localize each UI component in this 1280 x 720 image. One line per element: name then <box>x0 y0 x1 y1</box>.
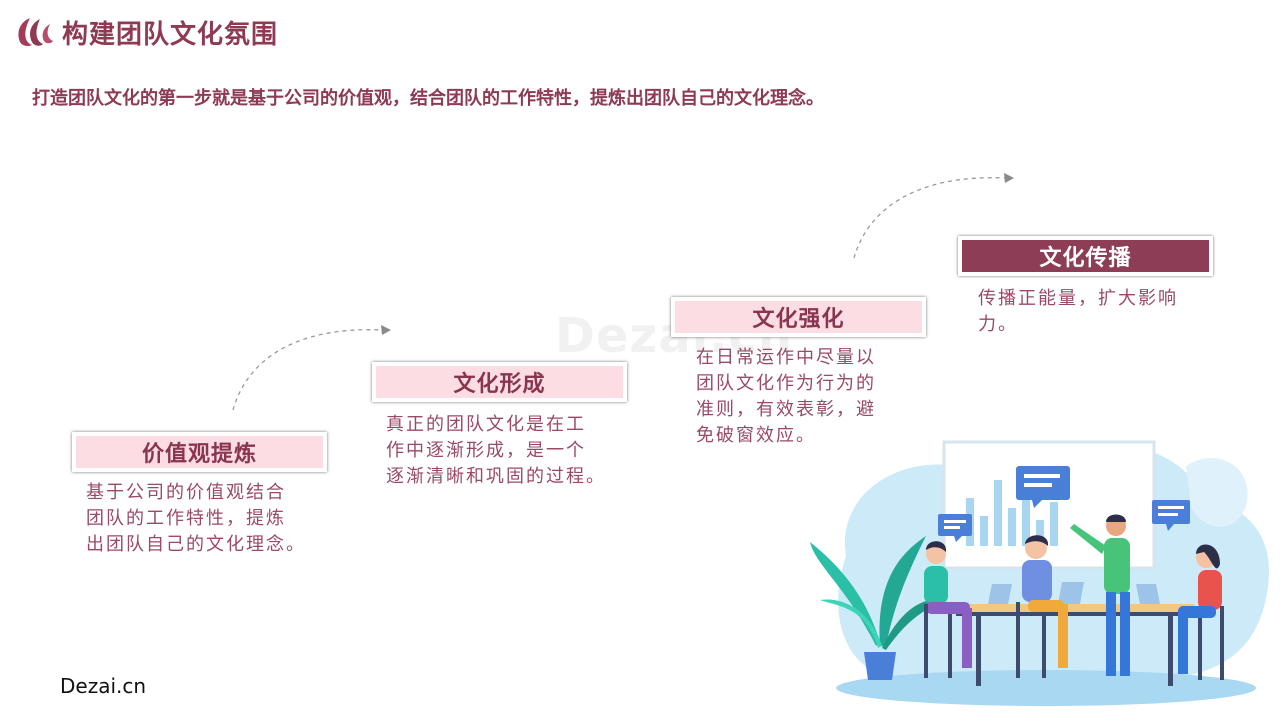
footer-brand: Dezai.cn <box>60 674 147 698</box>
desc-line: 准则，有效表彰，避 <box>696 399 876 420</box>
desc-line: 团队文化作为行为的 <box>696 373 876 394</box>
desc-line: 出团队自己的文化理念。 <box>86 534 306 555</box>
step-box-culture-spreading: 文化传播 <box>958 236 1213 276</box>
step-desc-culture-forming: 真正的团队文化是在工 作中逐渐形成，是一个 逐渐清晰和巩固的过程。 <box>386 412 606 490</box>
dashed-arrow-2 <box>853 173 1014 259</box>
step-desc-culture-strengthening: 在日常运作中尽量以 团队文化作为行为的 准则，有效表彰，避 免破窗效应。 <box>696 345 876 449</box>
team-meeting-illustration <box>810 440 1270 706</box>
dashed-arrow-1 <box>232 325 391 411</box>
step-desc-value-refining: 基于公司的价值观结合 团队的工作特性，提炼 出团队自己的文化理念。 <box>86 480 306 558</box>
step-box-culture-forming: 文化形成 <box>372 362 627 402</box>
step-box-value-refining: 价值观提炼 <box>72 432 327 472</box>
intro-text: 打造团队文化的第一步就是基于公司的价值观，结合团队的工作特性，提炼出团队自己的文… <box>32 88 824 109</box>
step-title-culture-forming: 文化形成 <box>453 372 546 397</box>
step-title-culture-spreading: 文化传播 <box>1039 246 1132 271</box>
step-title-culture-strengthening: 文化强化 <box>752 307 845 332</box>
desc-line: 在日常运作中尽量以 <box>696 347 876 368</box>
page-title: 构建团队文化氛围 <box>62 20 279 50</box>
desc-line: 基于公司的价值观结合 <box>86 482 286 503</box>
desc-line: 免破窗效应。 <box>696 425 816 446</box>
step-title-value-refining: 价值观提炼 <box>141 442 257 467</box>
desc-line: 真正的团队文化是在工 <box>386 414 586 435</box>
desc-line: 团队的工作特性，提炼 <box>86 508 286 529</box>
desc-line: 作中逐渐形成，是一个 <box>386 440 586 461</box>
desc-line: 传播正能量，扩大影响 <box>978 288 1178 309</box>
flame-logo-icon <box>18 18 53 46</box>
step-box-culture-strengthening: 文化强化 <box>671 297 926 337</box>
step-desc-culture-spreading: 传播正能量，扩大影响 力。 <box>978 286 1178 338</box>
desc-line: 力。 <box>978 314 1018 335</box>
desc-line: 逐渐清晰和巩固的过程。 <box>386 466 606 487</box>
